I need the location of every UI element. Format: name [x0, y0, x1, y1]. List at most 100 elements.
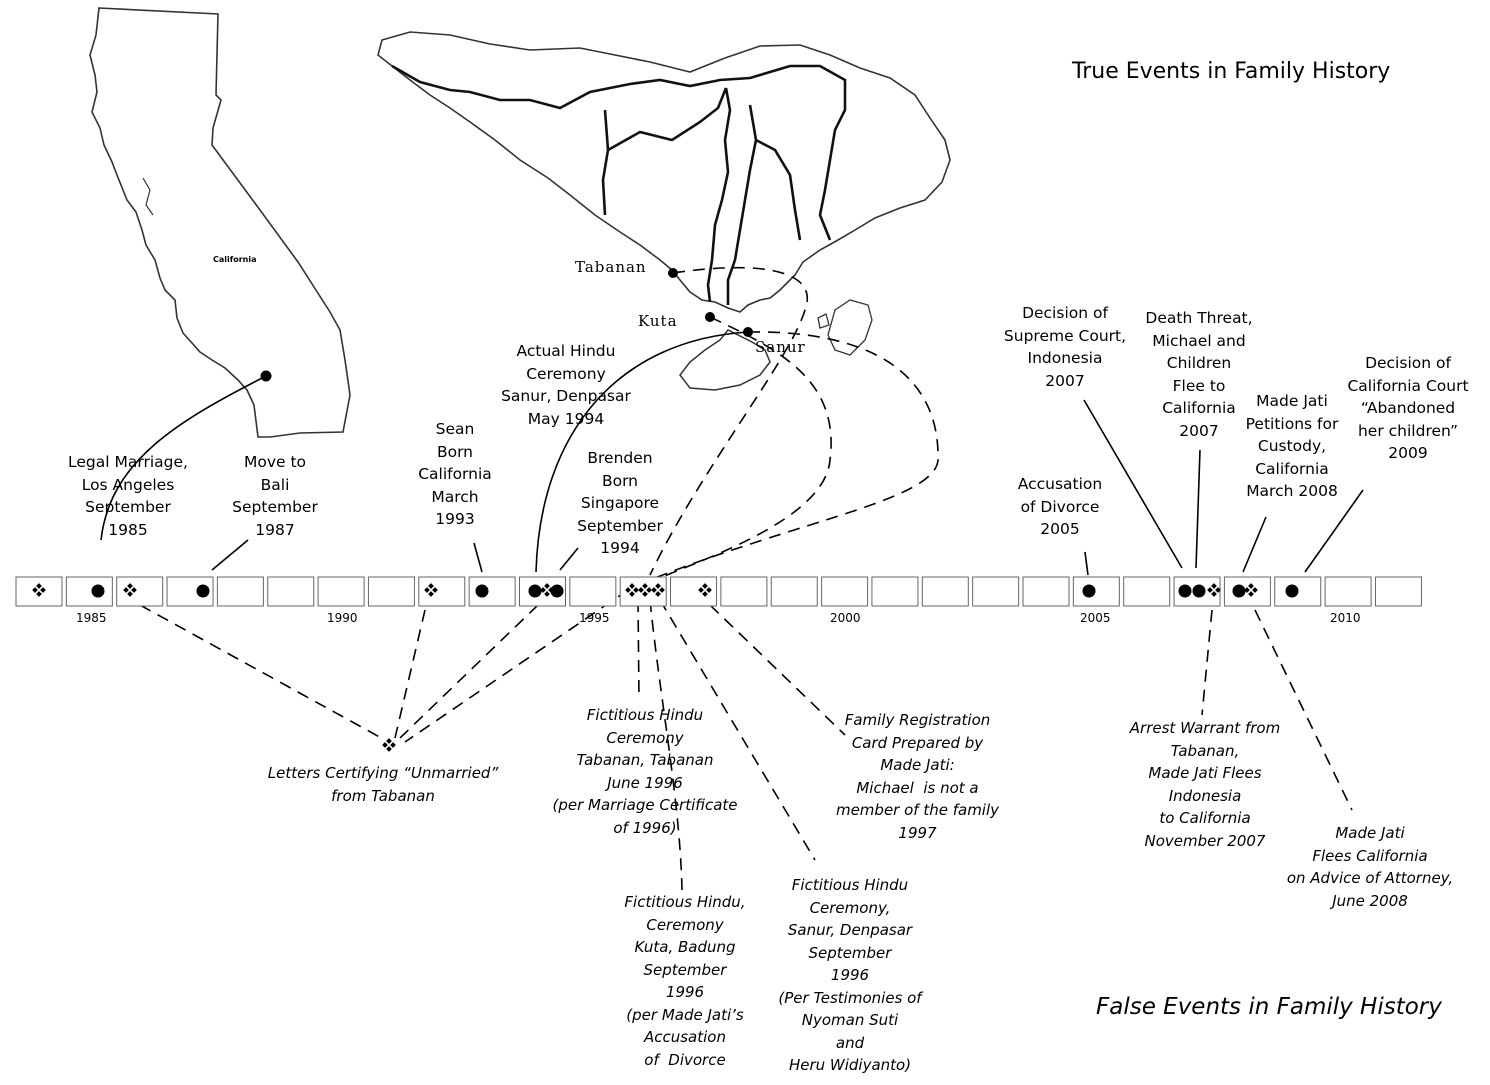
timeline-year-box: [1022, 576, 1070, 607]
bali-map: [377, 31, 951, 313]
true-event-death-threat: Death Threat, Michael and Children Flee …: [1145, 309, 1253, 440]
connector-decision-supreme-court: [1083, 399, 1183, 569]
false-event-fictitious-tabanan: Fictitious Hindu Ceremony Tabanan, Taban…: [552, 706, 738, 837]
timeline-year-box: [770, 576, 818, 607]
connector-actual-hindu-ceremony: [535, 331, 749, 573]
true-event-dot-2007a: [1178, 584, 1192, 598]
year-label-1985: 1985: [76, 611, 107, 625]
false-event-marker-1994: [540, 583, 554, 597]
true-event-actual-hindu-ceremony: Actual Hindu Ceremony Sanur, Denpasar Ma…: [501, 342, 631, 428]
timeline-year-box: [1374, 576, 1422, 607]
connector-brenden-born: [559, 547, 579, 571]
connector-made-jati-petitions: [1242, 516, 1267, 573]
connector-death-threat: [1195, 449, 1201, 569]
letters-unmarried-marker: [382, 738, 396, 752]
true-event-decision-california-court: Decision of California Court “Abandoned …: [1347, 354, 1469, 462]
year-label-2005: 2005: [1080, 611, 1111, 625]
false-event-fictitious-kuta: Fictitious Hindu, Ceremony Kuta, Badung …: [624, 893, 746, 1069]
true-event-dot-1985: [91, 584, 105, 598]
timeline-year-box: [1173, 576, 1221, 607]
year-label-2000: 2000: [830, 611, 861, 625]
timeline-year-box: [1072, 576, 1120, 607]
california-map: [89, 7, 351, 438]
true-events-heading: True Events in Family History: [1072, 59, 1391, 84]
sanur-marker: [743, 327, 753, 337]
true-event-sean-born: Sean Born California March 1993: [418, 420, 492, 528]
timeline-year-box: [972, 576, 1020, 607]
true-event-accusation-of-divorce: Accusation of Divorce 2005: [1017, 475, 1103, 538]
kuta-marker: [705, 312, 715, 322]
false-event-marker-1986: [123, 583, 137, 597]
connector-fictitious-tabanan: [637, 599, 640, 701]
california-bay: [142, 177, 154, 216]
true-event-dot-2007b: [1192, 584, 1206, 598]
true-event-legal-marriage: Legal Marriage, Los Angeles September 19…: [68, 453, 188, 539]
timeline-year-box: [720, 576, 768, 607]
connector-sanur-to-timeline: [649, 331, 939, 581]
year-label-1990: 1990: [327, 611, 358, 625]
timeline-year-box: [65, 576, 113, 607]
connector-legal-marriage: [100, 375, 267, 541]
timeline-year-box: [569, 576, 617, 607]
bali-regency-borders: [391, 64, 847, 305]
false-event-marker-1996a: [625, 583, 639, 597]
true-event-made-jati-petitions: Made Jati Petitions for Custody, Califor…: [1245, 392, 1339, 500]
los-angeles-marker: [260, 370, 272, 382]
connector-family-registration: [709, 604, 846, 736]
true-event-move-to-bali: Move to Bali September 1987: [232, 453, 318, 539]
connector-decision-california-court: [1304, 489, 1364, 573]
connector-tabanan-to-timeline: [649, 266, 808, 576]
false-event-arrest-warrant: Arrest Warrant from Tabanan, Made Jati F…: [1129, 719, 1281, 850]
nusa-islands: [817, 299, 873, 356]
timeline-year-box: [821, 576, 869, 607]
false-event-letters-unmarried: Letters Certifying “Unmarried” from Taba…: [267, 764, 499, 805]
true-event-dot-1994b: [550, 584, 564, 598]
false-event-marker-1992: [424, 583, 438, 597]
false-event-fictitious-sanur: Fictitious Hindu Ceremony, Sanur, Denpas…: [778, 876, 922, 1074]
true-event-brenden-born: Brenden Born Singapore September 1994: [577, 449, 663, 557]
timeline-year-box: [116, 576, 164, 607]
true-event-dot-1993: [475, 584, 489, 598]
connector-letters-1994: [399, 604, 539, 739]
timeline-year-box: [1123, 576, 1171, 607]
true-event-dot-2009: [1285, 584, 1299, 598]
true-event-dot-1994a: [528, 584, 542, 598]
false-event-marker-1984: [32, 583, 46, 597]
sanur-label: Sanur: [755, 338, 806, 356]
true-event-dot-2008: [1232, 584, 1246, 598]
true-event-decision-supreme-court: Decision of Supreme Court, Indonesia 200…: [1003, 304, 1127, 390]
tabanan-marker: [668, 268, 678, 278]
connector-sean-born: [473, 542, 483, 573]
false-event-marker-2008: [1244, 583, 1258, 597]
timeline-year-box: [871, 576, 919, 607]
timeline-year-box: [166, 576, 214, 607]
connector-made-jati-flees-california: [1254, 609, 1353, 811]
timeline-year-box: [317, 576, 365, 607]
connector-kuta-to-timeline: [659, 316, 832, 579]
connector-arrest-warrant: [1201, 609, 1213, 716]
california-label: California: [213, 255, 257, 264]
false-event-marker-1996c: [651, 583, 665, 597]
kuta-label: Kuta: [638, 312, 678, 330]
timeline-year-box: [1274, 576, 1322, 607]
timeline-year-box: [367, 576, 415, 607]
connector-letters-1996: [404, 589, 629, 743]
false-event-marker-1997: [698, 583, 712, 597]
timeline-year-box: [1324, 576, 1372, 607]
timeline-year-box: [921, 576, 969, 607]
connector-fictitious-kuta: [649, 599, 683, 891]
false-event-marker-1996b: [638, 583, 652, 597]
year-label-2010: 2010: [1330, 611, 1361, 625]
timeline-year-box: [267, 576, 315, 607]
connector-fictitious-sanur: [659, 599, 816, 861]
connector-letters-1986: [139, 604, 386, 741]
true-event-dot-2005: [1082, 584, 1096, 598]
timeline-year-box: [216, 576, 264, 607]
false-event-marker-2007: [1207, 583, 1221, 597]
tabanan-label: Tabanan: [575, 258, 647, 276]
bukit-peninsula: [679, 329, 771, 391]
false-event-family-registration: Family Registration Card Prepared by Mad…: [835, 711, 1000, 842]
false-event-made-jati-flees-california: Made Jati Flees California on Advice of …: [1286, 824, 1454, 910]
connector-accusation-of-divorce: [1084, 551, 1089, 576]
